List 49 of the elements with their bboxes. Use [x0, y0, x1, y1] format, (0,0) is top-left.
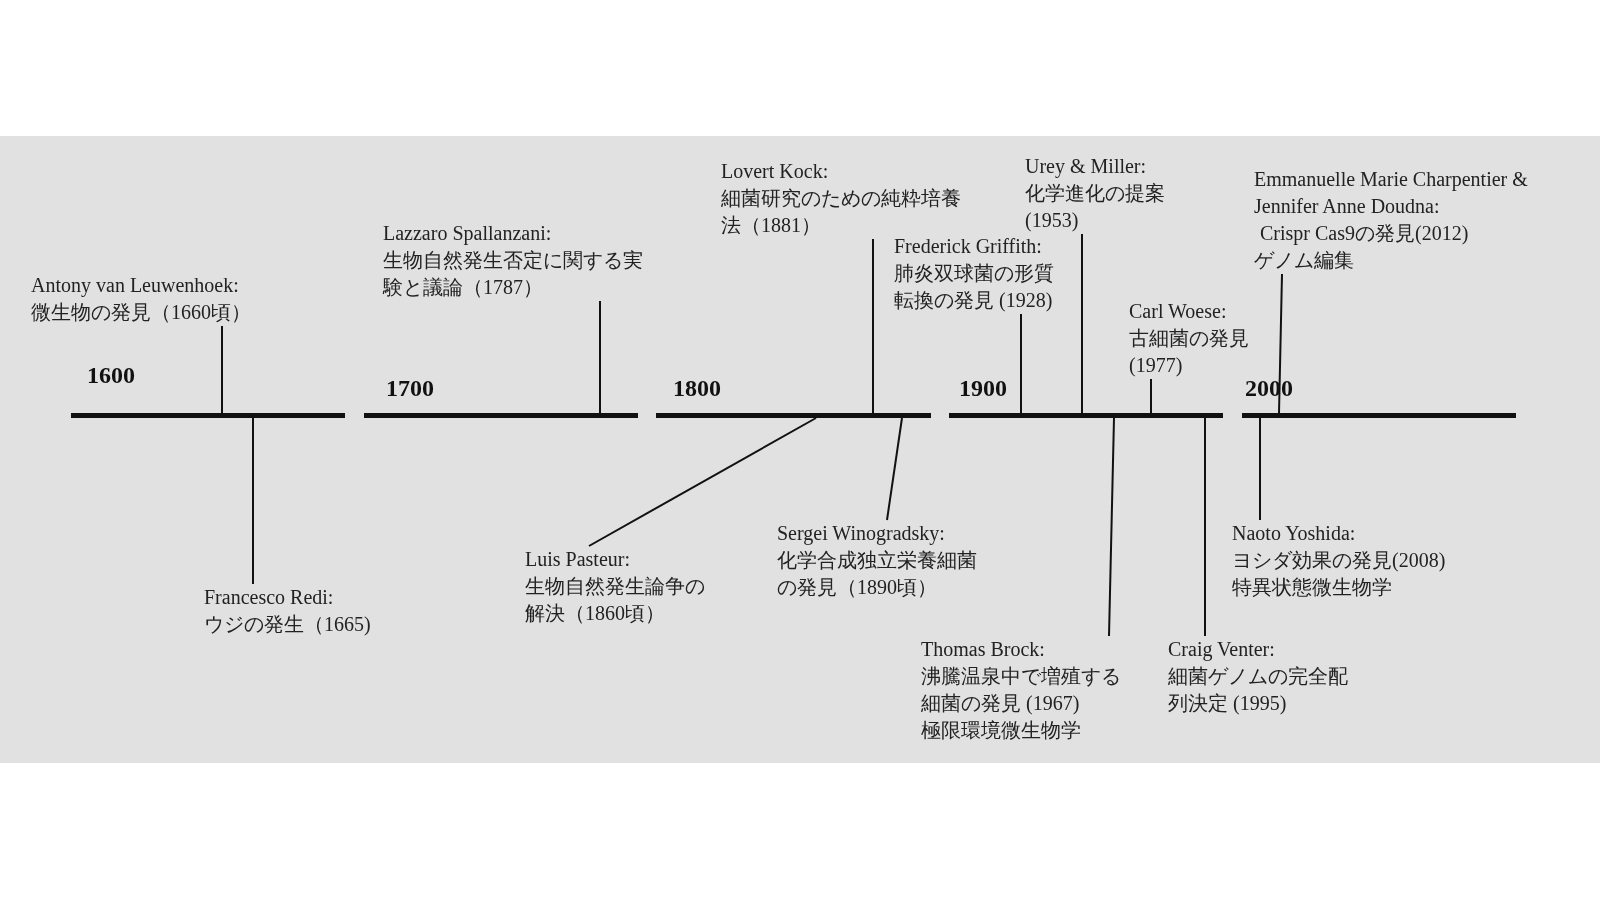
event-description: 生物自然発生否定に関する実験と議論（1787）	[383, 248, 644, 300]
event-description: ウジの発生（1665)	[204, 612, 372, 637]
leader-line	[599, 300, 601, 414]
event-description: 古細菌の発見 (1977)	[1129, 326, 1250, 379]
event-description: Crispr Cas9の発見(2012)	[1259, 221, 1470, 247]
century-label: 1700	[386, 375, 434, 402]
scientist-name: Urey & Miller:	[1025, 154, 1148, 180]
leader-line	[1278, 273, 1283, 414]
leader-line	[1150, 378, 1152, 414]
timeline-bar	[71, 413, 345, 418]
event-description: 生物自然発生論争の解決（1860頃）	[525, 574, 706, 626]
scientist-name: Thomas Brock:	[921, 637, 1046, 662]
event-description: 特異状態微生物学	[1232, 575, 1393, 600]
leader-line	[1108, 417, 1115, 637]
scientist-name: Lazzaro Spallanzani:	[383, 221, 553, 247]
scientist-name: Antony van Leuwenhoek:	[31, 273, 240, 299]
scientist-name: Francesco Redi:	[204, 585, 335, 610]
timeline-bar	[1242, 413, 1516, 418]
timeline-bar	[949, 413, 1223, 418]
scientist-name: Craig Venter:	[1168, 637, 1276, 663]
century-label: 1900	[959, 375, 1007, 402]
event-description: 細菌ゲノムの完全配列決定 (1995)	[1168, 664, 1349, 717]
scientist-name: Carl Woese:	[1129, 299, 1228, 324]
leader-line	[872, 238, 874, 414]
leader-line	[588, 417, 817, 547]
century-label: 1800	[673, 375, 721, 402]
timeline-bar	[364, 413, 638, 418]
scientist-name: Luis Pasteur:	[525, 547, 631, 572]
leader-line	[1020, 313, 1022, 414]
scientist-name: Lovert Kock:	[721, 159, 830, 184]
leader-line	[252, 417, 254, 585]
century-label: 1600	[87, 362, 135, 389]
leader-line	[886, 417, 903, 521]
scientist-name: Naoto Yoshida:	[1232, 521, 1357, 546]
event-description: 肺炎双球菌の形質転換の発見 (1928)	[894, 261, 1055, 314]
event-description: 極限環境微生物学	[921, 718, 1082, 743]
event-description: 微生物の発見（1660頃）	[31, 300, 252, 325]
leader-line	[221, 325, 223, 414]
scientist-name: Sergei Winogradsky:	[777, 521, 946, 547]
scientist-name: Emmanuelle Marie Charpentier & Jennifer Anne Doudna:	[1254, 167, 1529, 219]
event-description: ゲノム編集	[1254, 248, 1355, 273]
timeline-bar	[656, 413, 931, 418]
event-description: 化学進化の提案 (1953)	[1025, 181, 1166, 234]
event-description: 化学合成独立栄養細菌の発見（1890頃）	[777, 548, 977, 600]
leader-line	[1204, 417, 1206, 637]
leader-line	[1081, 233, 1083, 414]
leader-line	[1259, 417, 1261, 521]
event-description: 沸騰温泉中で増殖する細菌の発見 (1967)	[921, 664, 1122, 717]
event-description: ヨシダ効果の発見(2008)	[1232, 548, 1447, 574]
